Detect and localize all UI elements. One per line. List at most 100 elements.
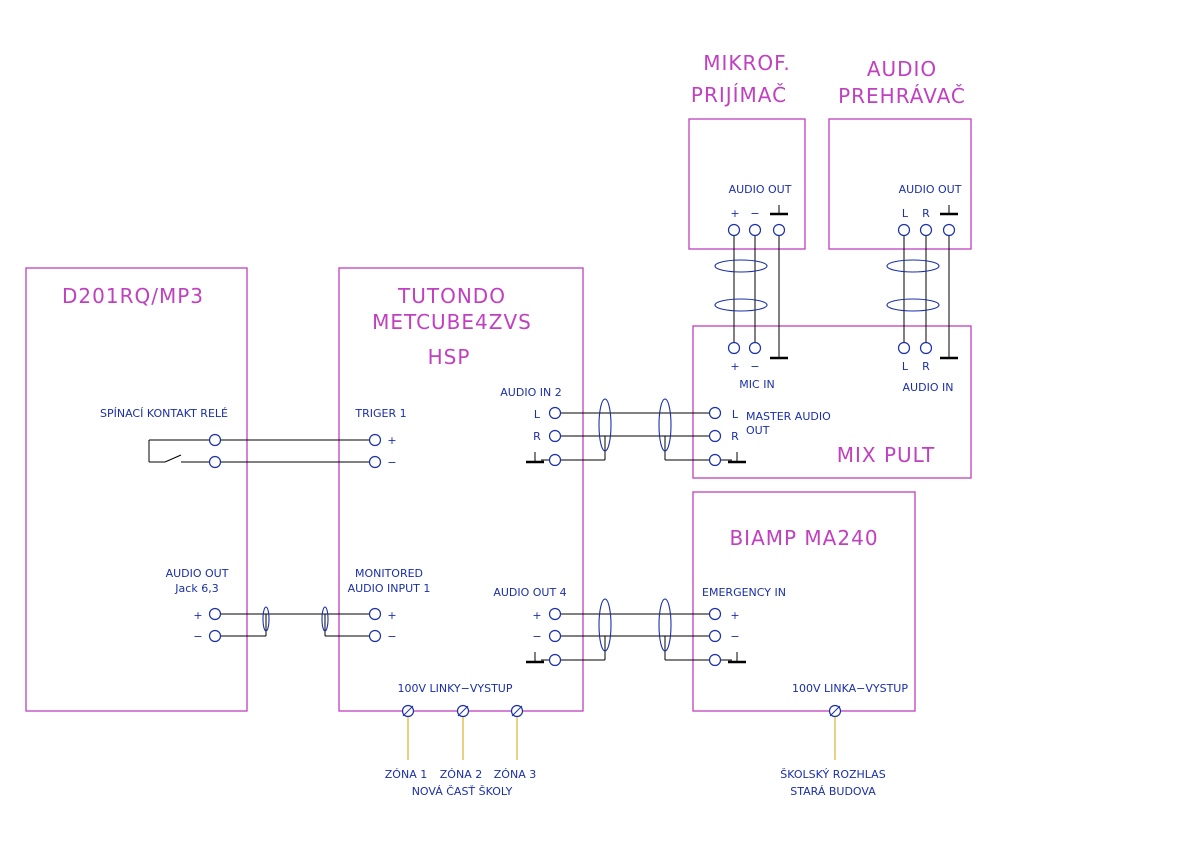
terminal [548, 406, 562, 420]
audio-out-4-label: AUDIO OUT 4 [493, 586, 566, 599]
cable-shield [598, 598, 612, 652]
zona-1-label: ZÓNA 1 [385, 768, 427, 781]
cable-shield [598, 398, 612, 452]
terminal [548, 453, 562, 467]
audio-player-block [828, 118, 972, 250]
cable-shield [262, 606, 270, 632]
terminal [208, 433, 222, 447]
mic-in-label: MIC IN [739, 378, 774, 391]
hsp-title: HSP [428, 345, 471, 369]
emerg-plus: + [730, 609, 739, 622]
mix-in-l: L [902, 360, 909, 373]
d201-out-plus: + [193, 609, 202, 622]
terminal [548, 429, 562, 443]
terminal [368, 607, 382, 621]
terminal [708, 653, 722, 667]
d201-audio-out-label: AUDIO OUT [166, 567, 229, 580]
mix-pult-title: MIX PULT [837, 443, 936, 467]
terminal [548, 629, 562, 643]
monitored-label-1: MONITORED [355, 567, 423, 580]
mon-plus: + [387, 609, 396, 622]
emerg-minus: − [730, 630, 739, 643]
ain2-l: L [534, 408, 541, 421]
triger-minus: − [387, 456, 396, 469]
mix-in-plus: + [730, 360, 739, 373]
linky-vystup-label: 100V LINKY−VYSTUP [397, 682, 512, 695]
relay-switch [164, 454, 182, 463]
stara-budova-label: STARÁ BUDOVA [790, 785, 876, 798]
linka-vystup-label: 100V LINKA−VYSTUP [792, 682, 908, 695]
cable-shield [321, 606, 329, 632]
emergency-in-label: EMERGENCY IN [702, 586, 786, 599]
biamp-title: BIAMP MA240 [729, 526, 878, 550]
triger-plus: + [387, 434, 396, 447]
terminal [548, 653, 562, 667]
terminal [708, 406, 722, 420]
d201-block [25, 267, 248, 712]
mix-in-minus: − [750, 360, 759, 373]
terminal [208, 629, 222, 643]
terminal [368, 455, 382, 469]
tutondo-title-2: METCUBE4ZVS [372, 310, 532, 334]
mic-out-minus: − [750, 207, 759, 220]
cable-shield [714, 259, 768, 273]
cable-shield [714, 298, 768, 312]
terminal [919, 341, 933, 355]
terminal [772, 223, 786, 237]
aout4-plus: + [532, 609, 541, 622]
terminal [368, 629, 382, 643]
triger-label: TRIGER 1 [354, 407, 406, 420]
master-audio-label-1: MASTER AUDIO [746, 410, 831, 423]
mic-audio-out-label: AUDIO OUT [729, 183, 792, 196]
master-r: R [731, 430, 739, 443]
terminal [208, 455, 222, 469]
skolsky-label: ŠKOLSKÝ ROZHLAS [780, 768, 885, 781]
monitored-label-2: AUDIO INPUT 1 [348, 582, 431, 595]
terminal [368, 433, 382, 447]
master-l: L [732, 408, 739, 421]
ain2-r: R [533, 430, 541, 443]
audio-in-2-label: AUDIO IN 2 [500, 386, 561, 399]
player-audio-out-label: AUDIO OUT [899, 183, 962, 196]
audio-in-label: AUDIO IN [903, 381, 954, 394]
mic-out-plus: + [730, 207, 739, 220]
audio-player-title-2: PREHRÁVAČ [838, 84, 966, 108]
tutondo-title-1: TUTONDO [397, 284, 506, 308]
cable-shield [886, 298, 940, 312]
terminal [727, 341, 741, 355]
mic-receiver-title-2: PRIJÍMAČ [691, 83, 787, 107]
player-out-r: R [922, 207, 930, 220]
terminal [727, 223, 741, 237]
terminal [208, 607, 222, 621]
cable-shield [886, 259, 940, 273]
player-out-l: L [902, 207, 909, 220]
terminal [548, 607, 562, 621]
tutondo-block [338, 267, 584, 712]
zona-2-label: ZÓNA 2 [440, 768, 482, 781]
d201-out-minus: − [193, 630, 202, 643]
cable-shield [658, 598, 672, 652]
relay-contact-label: SPÍNACÍ KONTAKT RELÉ [100, 407, 228, 420]
terminal [708, 629, 722, 643]
nova-cast-label: NOVÁ ČASŤ ŠKOLY [412, 785, 513, 798]
terminal [897, 341, 911, 355]
master-audio-label-2: OUT [746, 424, 770, 437]
terminal [919, 223, 933, 237]
zona-3-label: ZÓNA 3 [494, 768, 536, 781]
mix-pult-block [692, 325, 972, 479]
d201-title: D201RQ/MP3 [62, 284, 204, 308]
biamp-block [692, 491, 916, 712]
terminal [708, 607, 722, 621]
mic-receiver-title-1: MIKROF. [703, 51, 791, 75]
terminal [748, 341, 762, 355]
mix-in-r: R [922, 360, 930, 373]
terminal [708, 453, 722, 467]
terminal [897, 223, 911, 237]
terminal [708, 429, 722, 443]
mon-minus: − [387, 630, 396, 643]
jack-label: Jack 6,3 [174, 582, 218, 595]
terminal [942, 223, 956, 237]
cable-shield [658, 398, 672, 452]
audio-player-title-1: AUDIO [867, 57, 937, 81]
